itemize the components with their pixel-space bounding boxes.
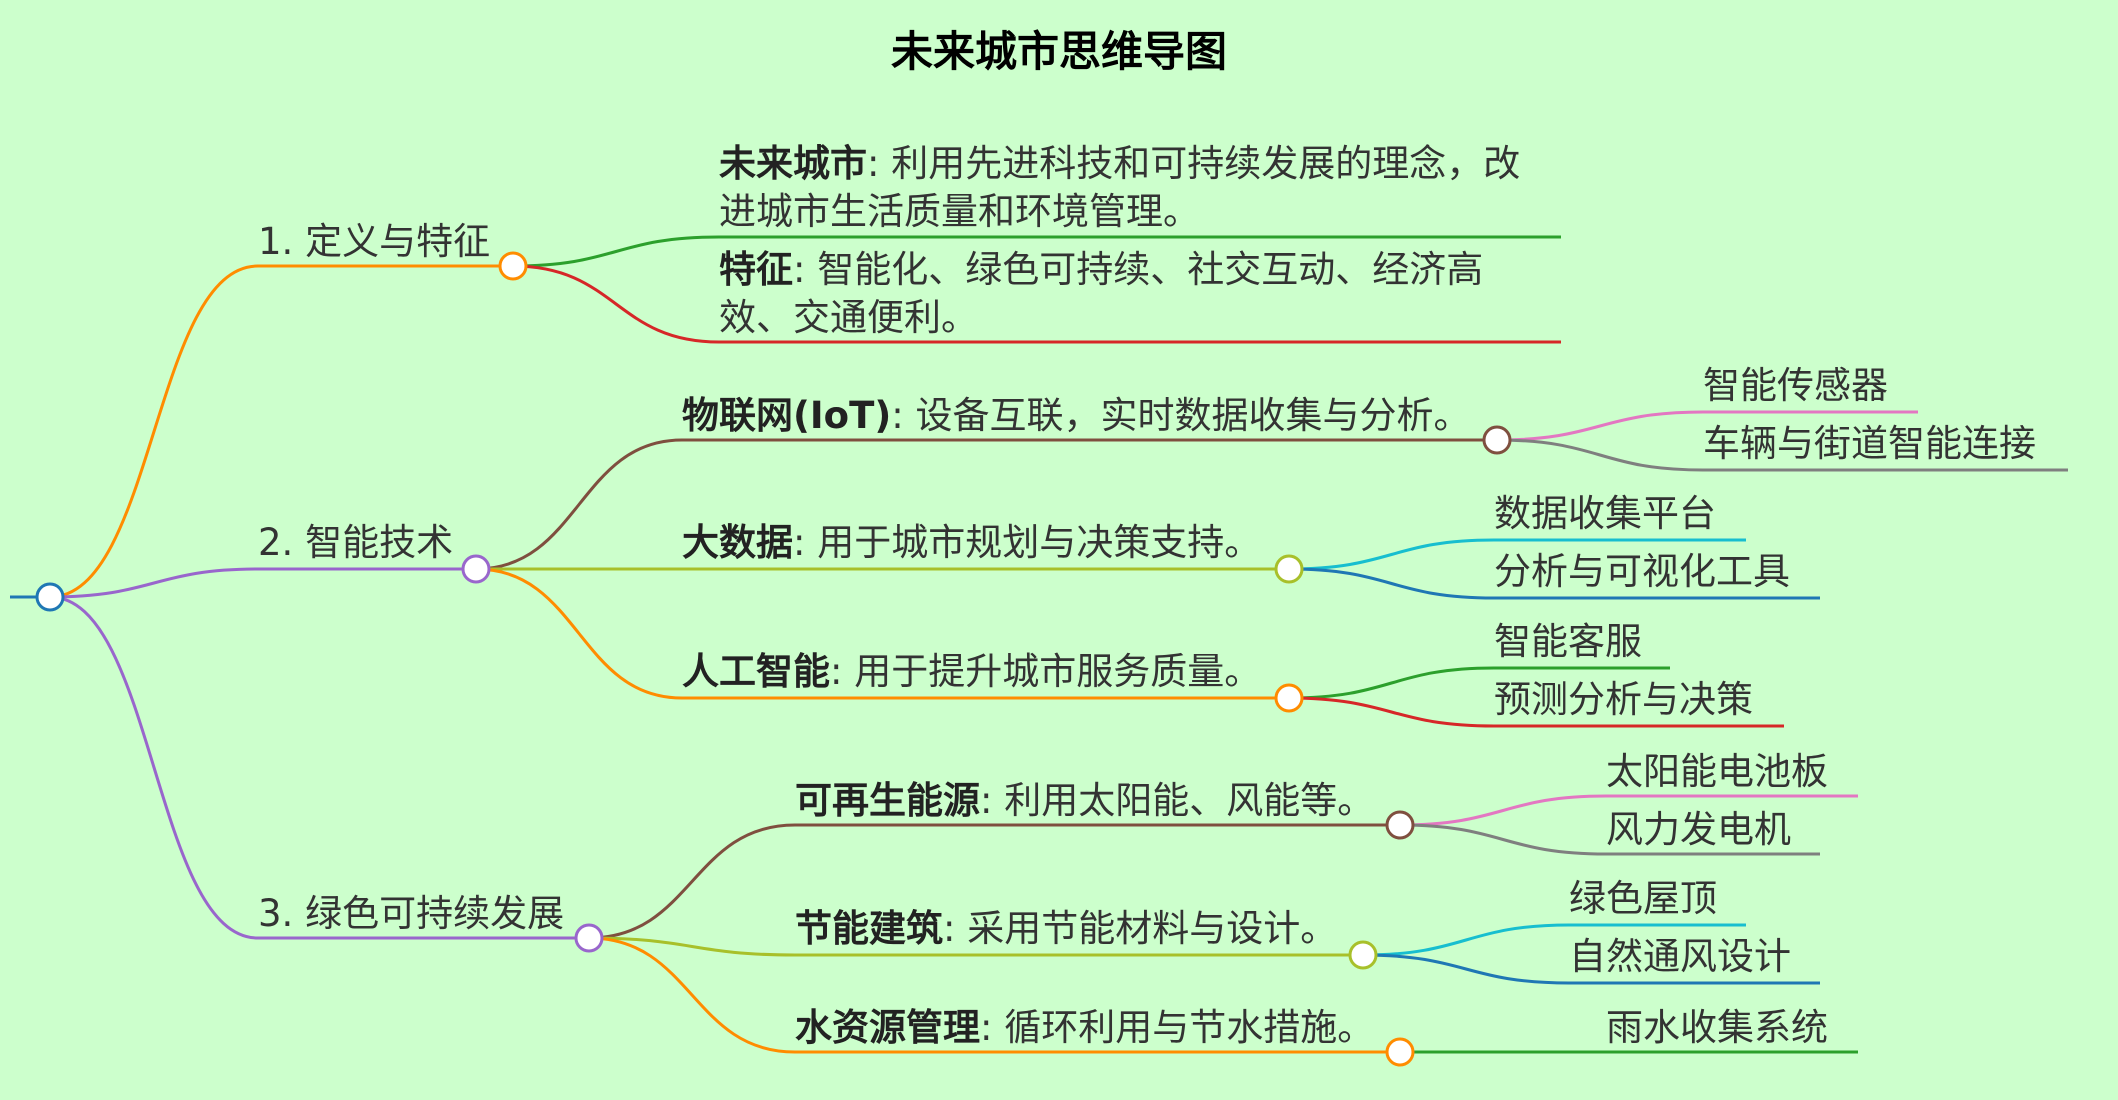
leaf-ventilation: 自然通风设计: [1569, 935, 1791, 978]
edge-ai-prediction: [1288, 696, 1784, 728]
edge-iot-vehicle: [1496, 438, 2068, 472]
node-term: 大数据: [682, 521, 793, 564]
edge-b3-renewable: [588, 823, 1400, 940]
edge-root-branch-2: [49, 567, 476, 599]
edge-root-branch-1: [49, 264, 513, 599]
root-toggle-knob[interactable]: [35, 582, 65, 612]
edge-iot-sensor: [1496, 410, 1918, 442]
edge-ai-service: [1288, 666, 1670, 700]
leaf-smart-service: 智能客服: [1494, 620, 1642, 663]
edge-b2-ai: [475, 567, 1289, 700]
node-term: 人工智能: [682, 650, 830, 693]
leaf-solar-panel: 太阳能电池板: [1606, 750, 1828, 793]
node-term: 物联网(IoT): [682, 394, 892, 437]
water-toggle-knob[interactable]: [1385, 1037, 1415, 1067]
node-desc: : 利用太阳能、风能等。: [980, 779, 1375, 822]
node-features: 特征: 智能化、绿色可持续、社交互动、经济高效、交通便利。: [719, 246, 1509, 342]
edge-b1-features: [512, 264, 1561, 344]
iot-toggle-knob[interactable]: [1482, 425, 1512, 455]
edge-root-branch-3: [49, 595, 589, 940]
branch-smart-tech-label: 2. 智能技术: [258, 521, 454, 564]
edge-renew-solar: [1399, 794, 1858, 827]
branch-definition-label: 1. 定义与特征: [258, 220, 491, 263]
node-renewable: 可再生能源: 利用太阳能、风能等。: [795, 777, 1374, 825]
leaf-vehicle-street: 车辆与街道智能连接: [1703, 422, 2036, 465]
leaf-green-roof: 绿色屋顶: [1569, 877, 1717, 920]
node-desc: : 用于提升城市服务质量。: [830, 650, 1262, 693]
leaf-data-platform: 数据收集平台: [1494, 492, 1716, 535]
node-term: 特征: [719, 248, 793, 291]
edge-build-vent: [1362, 953, 1820, 985]
building-toggle-knob[interactable]: [1348, 940, 1378, 970]
leaf-smart-sensor: 智能传感器: [1703, 364, 1888, 407]
node-desc: : 循环利用与节水措施。: [980, 1006, 1375, 1049]
edge-b3-water: [588, 936, 1400, 1054]
page-title: 未来城市思维导图: [890, 27, 1227, 76]
node-term: 未来城市: [719, 142, 867, 185]
branch-3-toggle-knob[interactable]: [574, 923, 604, 953]
leaf-wind-turbine: 风力发电机: [1606, 808, 1791, 851]
edge-b2-iot: [475, 438, 1497, 571]
edge-renew-wind: [1399, 823, 1820, 856]
node-term: 可再生能源: [795, 779, 980, 822]
node-iot: 物联网(IoT): 设备互联，实时数据收集与分析。: [682, 392, 1470, 440]
ai-toggle-knob[interactable]: [1274, 683, 1304, 713]
node-water: 水资源管理: 循环利用与节水措施。: [795, 1004, 1374, 1052]
node-big-data: 大数据: 用于城市规划与决策支持。: [682, 519, 1261, 567]
edge-b3-building: [588, 936, 1363, 957]
node-future-city: 未来城市: 利用先进科技和可持续发展的理念，改进城市生活质量和环境管理。: [719, 140, 1539, 236]
leaf-rainwater: 雨水收集系统: [1606, 1006, 1828, 1049]
node-desc: : 智能化、绿色可持续、社交互动、经济高效、交通便利。: [719, 248, 1484, 339]
node-term: 节能建筑: [795, 907, 943, 950]
node-energy-building: 节能建筑: 采用节能材料与设计。: [795, 905, 1337, 953]
edge-bigdata-platform: [1288, 538, 1746, 571]
bigdata-toggle-knob[interactable]: [1274, 554, 1304, 584]
node-ai: 人工智能: 用于提升城市服务质量。: [682, 648, 1261, 696]
node-desc: : 用于城市规划与决策支持。: [793, 521, 1262, 564]
node-desc: : 采用节能材料与设计。: [943, 907, 1338, 950]
edge-bigdata-tools: [1288, 567, 1820, 600]
branch-1-toggle-knob[interactable]: [498, 251, 528, 281]
branch-green-label: 3. 绿色可持续发展: [258, 892, 565, 935]
leaf-prediction: 预测分析与决策: [1494, 678, 1753, 721]
branch-2-toggle-knob[interactable]: [461, 554, 491, 584]
node-desc: : 设备互联，实时数据收集与分析。: [891, 394, 1471, 437]
edge-build-roof: [1362, 923, 1746, 957]
node-term: 水资源管理: [795, 1006, 980, 1049]
renewable-toggle-knob[interactable]: [1385, 810, 1415, 840]
node-desc: : 利用先进科技和可持续发展的理念，改进城市生活质量和环境管理。: [719, 142, 1521, 233]
edge-b1-future-city: [512, 235, 1561, 268]
leaf-analysis-tools: 分析与可视化工具: [1494, 550, 1790, 593]
